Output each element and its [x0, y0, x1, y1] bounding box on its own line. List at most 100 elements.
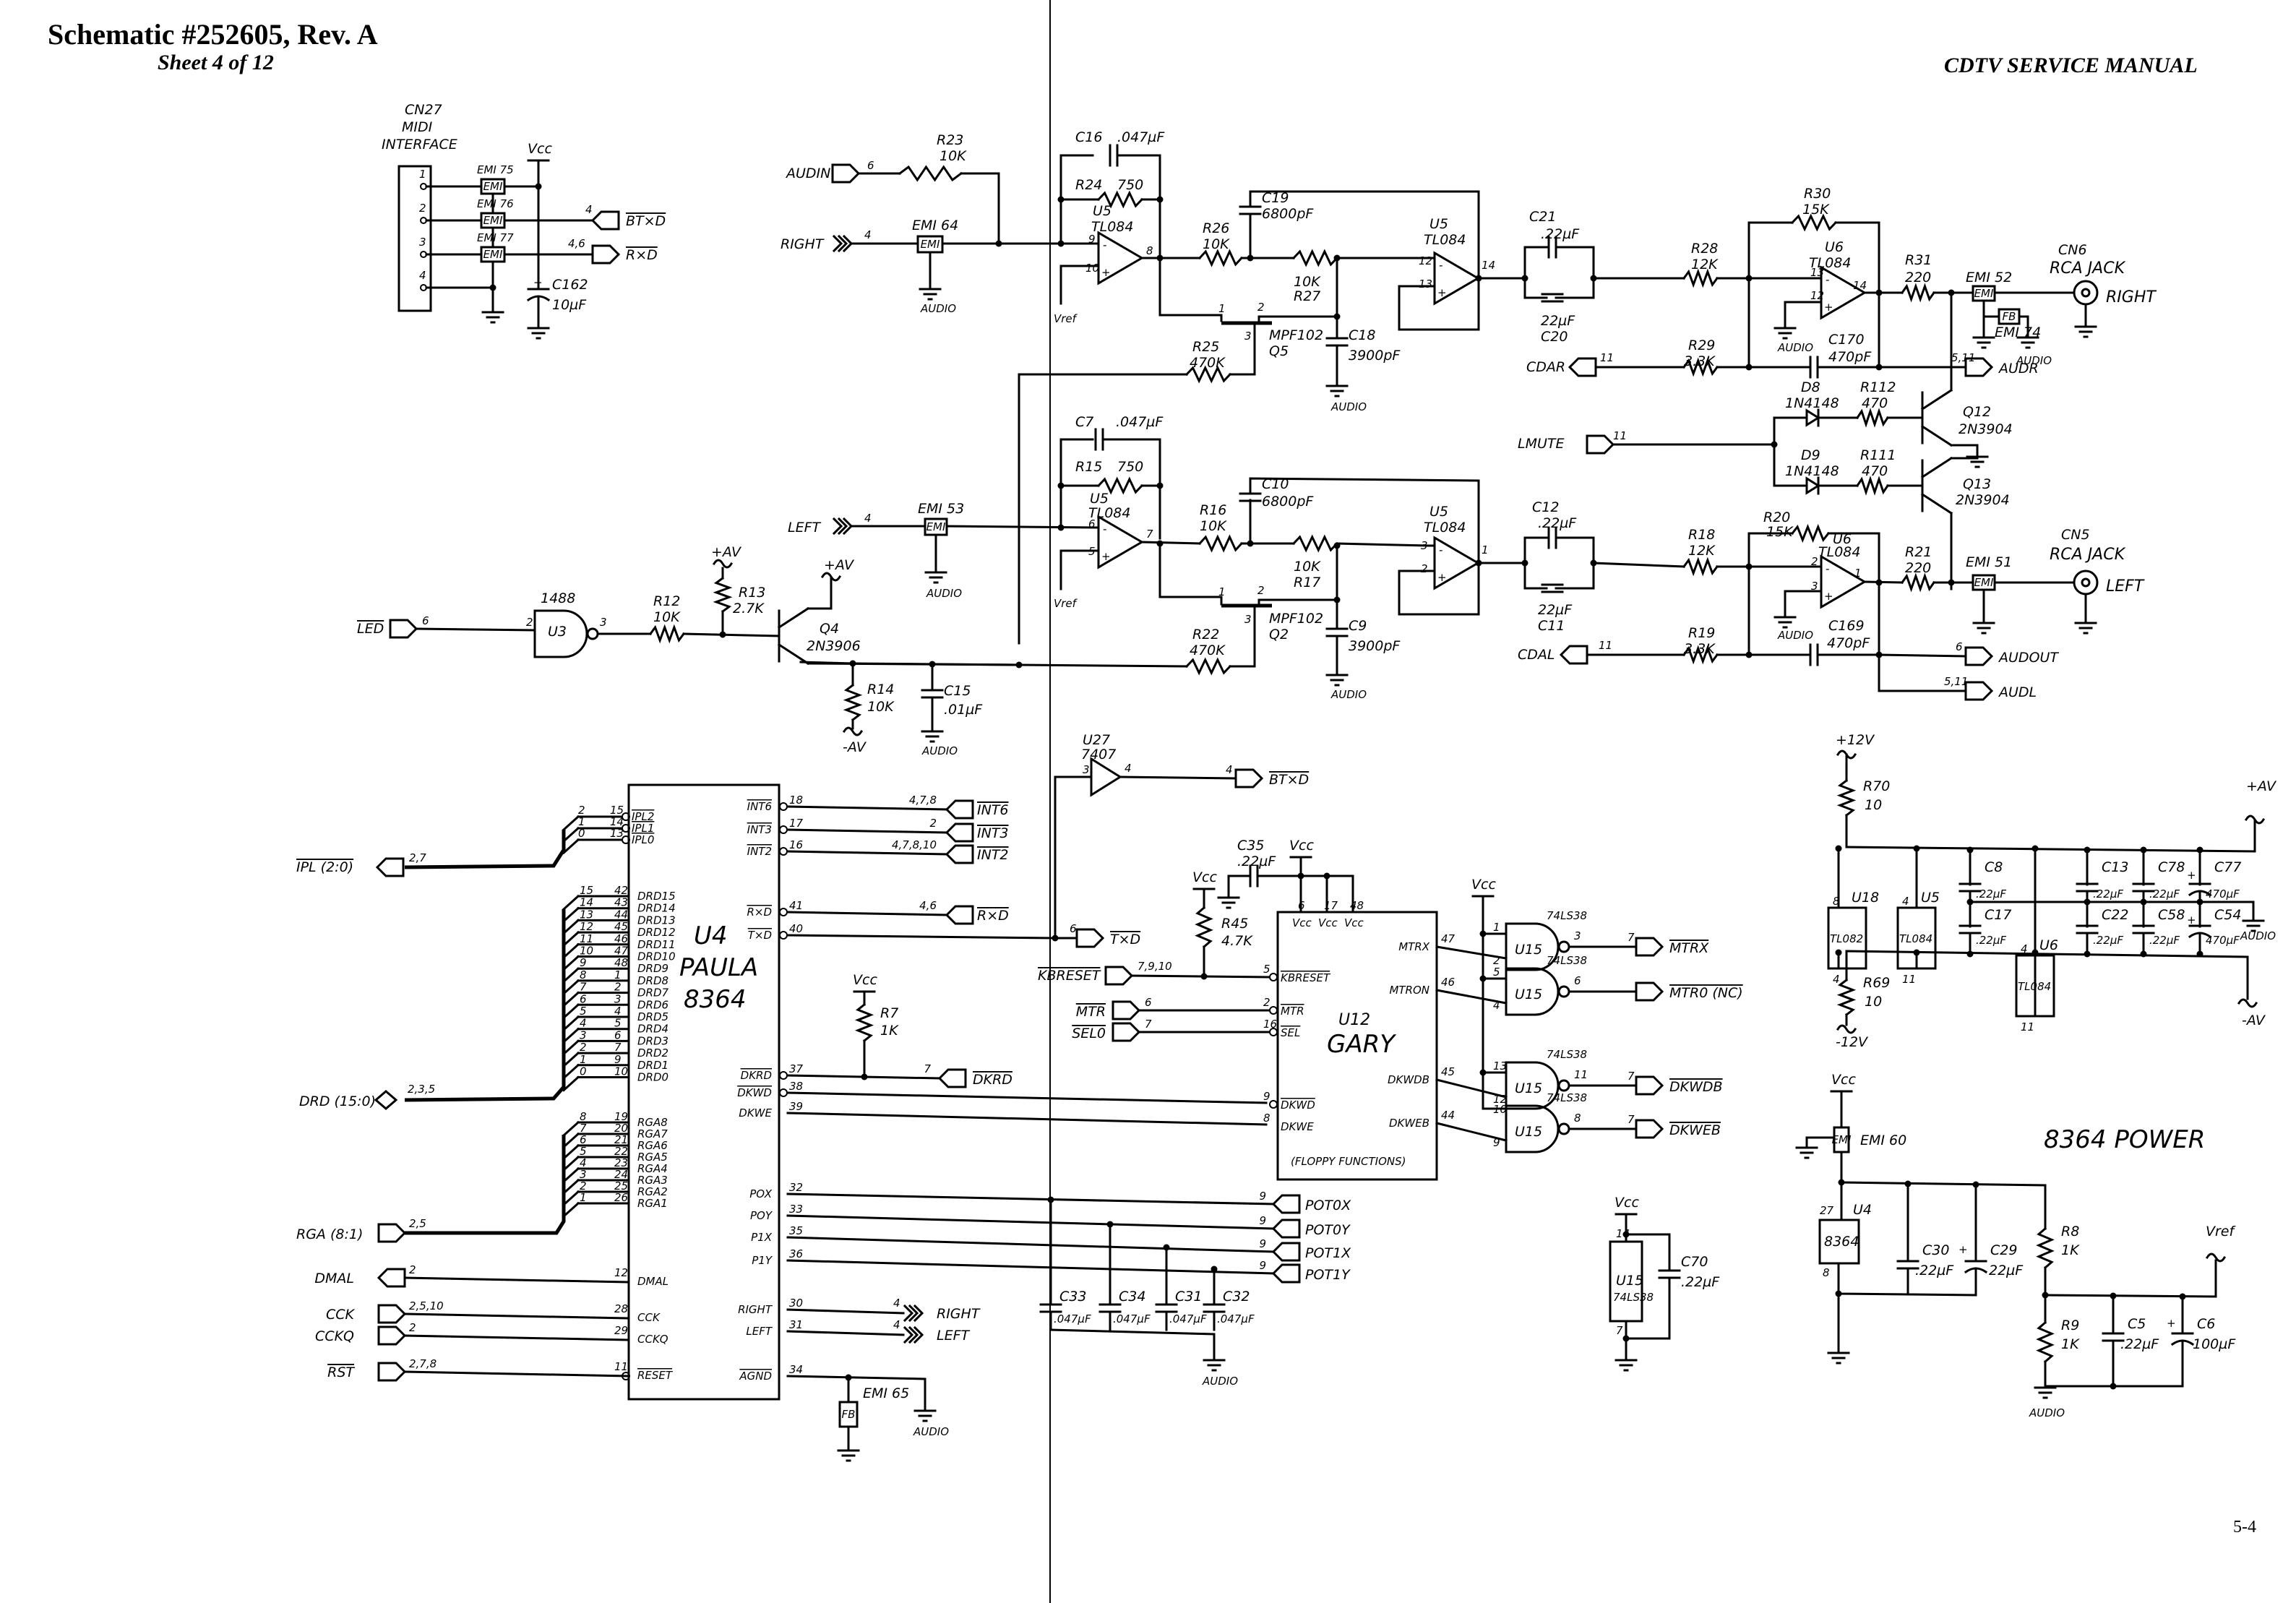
- vcc-label: Vcc: [1614, 1195, 1639, 1211]
- cn6-label: RIGHT: [2106, 288, 2157, 306]
- plus-sign: +: [1101, 266, 1111, 279]
- emi-filter-label: EMI: [483, 180, 503, 193]
- bus-entry: [562, 1063, 580, 1080]
- cn6-rca-jack: [2081, 288, 2091, 298]
- net-ref: 6: [867, 159, 874, 172]
- bus-bit: 8: [580, 1110, 587, 1123]
- opamp-package: [1827, 906, 1867, 970]
- pot-cap-ref: C32: [1223, 1289, 1250, 1305]
- paula-chip-body: [627, 783, 781, 1401]
- wire: [1555, 246, 1595, 280]
- manual-title: CDTV SERVICE MANUAL: [1944, 53, 2198, 77]
- d9-ref: D9: [1801, 447, 1820, 463]
- pin-number: 6: [1298, 899, 1305, 912]
- cap-value: .22µF: [1976, 888, 2006, 901]
- c30-value: .22µF: [1915, 1263, 1954, 1278]
- pin-number: 2: [1421, 562, 1428, 575]
- bus-bit: 4: [580, 1017, 587, 1030]
- c170-ref: C170: [1828, 332, 1865, 348]
- cap-value: .22µF: [2093, 934, 2123, 947]
- pin-number: 13: [610, 827, 624, 840]
- net-ref: 4: [864, 228, 872, 241]
- wire: [1784, 590, 1823, 617]
- c20-value: 22µF: [1541, 313, 1575, 329]
- minus-sign: -: [1439, 259, 1442, 272]
- junction-dot: [489, 284, 496, 291]
- active-low-bubble: [622, 824, 630, 833]
- net-name: INT3: [977, 825, 1009, 841]
- u6a-type: TL084: [1809, 255, 1851, 271]
- port-1: [945, 822, 974, 843]
- c21-value: .22µF: [1541, 226, 1580, 242]
- pot-net: POT0Y: [1305, 1222, 1351, 1238]
- pin-number: 10: [1085, 262, 1099, 275]
- audin-port: [831, 163, 861, 184]
- pin-number: 44: [614, 908, 628, 921]
- u5b-type: TL084: [1424, 232, 1466, 248]
- wire: [786, 1308, 905, 1315]
- dmal-port: [377, 1268, 406, 1288]
- pin-number: 8: [1263, 1112, 1270, 1125]
- cap-value: 470µF: [2206, 934, 2240, 947]
- r7-symbol: [854, 1002, 874, 1043]
- port-cckq: [377, 1325, 407, 1346]
- vcc-label: Vcc: [1289, 838, 1314, 854]
- u6b-ref: U6: [1833, 531, 1852, 547]
- net-ref: 2,7,8: [409, 1357, 437, 1370]
- r31-symbol: [1900, 283, 1936, 303]
- r111-ref: R111: [1860, 447, 1896, 463]
- vcc-label: Vcc: [528, 141, 552, 157]
- pin-name: DKWEB: [1389, 1117, 1429, 1130]
- bus-bit: 2: [580, 1179, 587, 1192]
- pin-name: DRD7: [637, 987, 669, 1000]
- wire: [1555, 277, 1595, 299]
- c15-ref: C15: [944, 683, 971, 699]
- wire: [1834, 221, 1880, 293]
- junction-dot: [1913, 845, 1920, 852]
- plus-sign: +: [533, 276, 543, 289]
- btxd-net: BT×D: [1269, 772, 1309, 788]
- wire: [786, 1259, 1275, 1275]
- audio-chevron-icon: [913, 1304, 924, 1323]
- midi-title: INTERFACE: [382, 137, 457, 152]
- plus-sign: +: [1959, 1243, 1968, 1256]
- r16-ref: R16: [1200, 502, 1226, 518]
- audio-ground-label: AUDIO: [1330, 688, 1367, 701]
- r28-value: 12K: [1691, 257, 1719, 272]
- wire: [807, 662, 1020, 666]
- u27-buffer: [1090, 757, 1122, 797]
- r20-symbol: [1790, 523, 1831, 543]
- pin-name: DRD11: [637, 938, 676, 951]
- pin-number: 24: [614, 1168, 628, 1181]
- pot-cap-ref: C33: [1059, 1289, 1086, 1305]
- wire: [1747, 221, 1794, 280]
- pin-name: DKWDB: [1388, 1073, 1429, 1086]
- r111-symbol: [1855, 476, 1890, 496]
- c11-ref: C11: [1538, 618, 1565, 634]
- wire: [1555, 562, 1595, 590]
- d9-diode: [1805, 476, 1820, 495]
- wire: [1116, 154, 1161, 256]
- wire: [1523, 562, 1548, 590]
- wire: [1229, 324, 1256, 376]
- cn5-ref: CN5: [2061, 527, 2090, 543]
- pin-number: 6: [1088, 517, 1096, 530]
- pin-name: RIGHT: [738, 1303, 773, 1316]
- btxd-port: [1234, 768, 1264, 788]
- pin-number: 14: [610, 815, 624, 828]
- r29-symbol: [1682, 357, 1719, 377]
- pin-name: DRD2: [637, 1047, 668, 1060]
- pav-supply-icon: [2244, 815, 2266, 825]
- bus-entry: [562, 991, 580, 1007]
- pin-name: DRD15: [637, 890, 676, 903]
- u3-type: 1488: [541, 590, 575, 606]
- pin-name: P1X: [751, 1231, 773, 1244]
- r12-ref: R12: [653, 593, 680, 609]
- u6b-type: TL084: [1818, 544, 1860, 560]
- bus-entry: [562, 1143, 580, 1161]
- midi-emi-ref: EMI 77: [477, 231, 514, 244]
- pin-number: 1: [1218, 302, 1226, 315]
- r18-symbol: [1682, 556, 1719, 577]
- r15-ref: R15: [1075, 459, 1102, 475]
